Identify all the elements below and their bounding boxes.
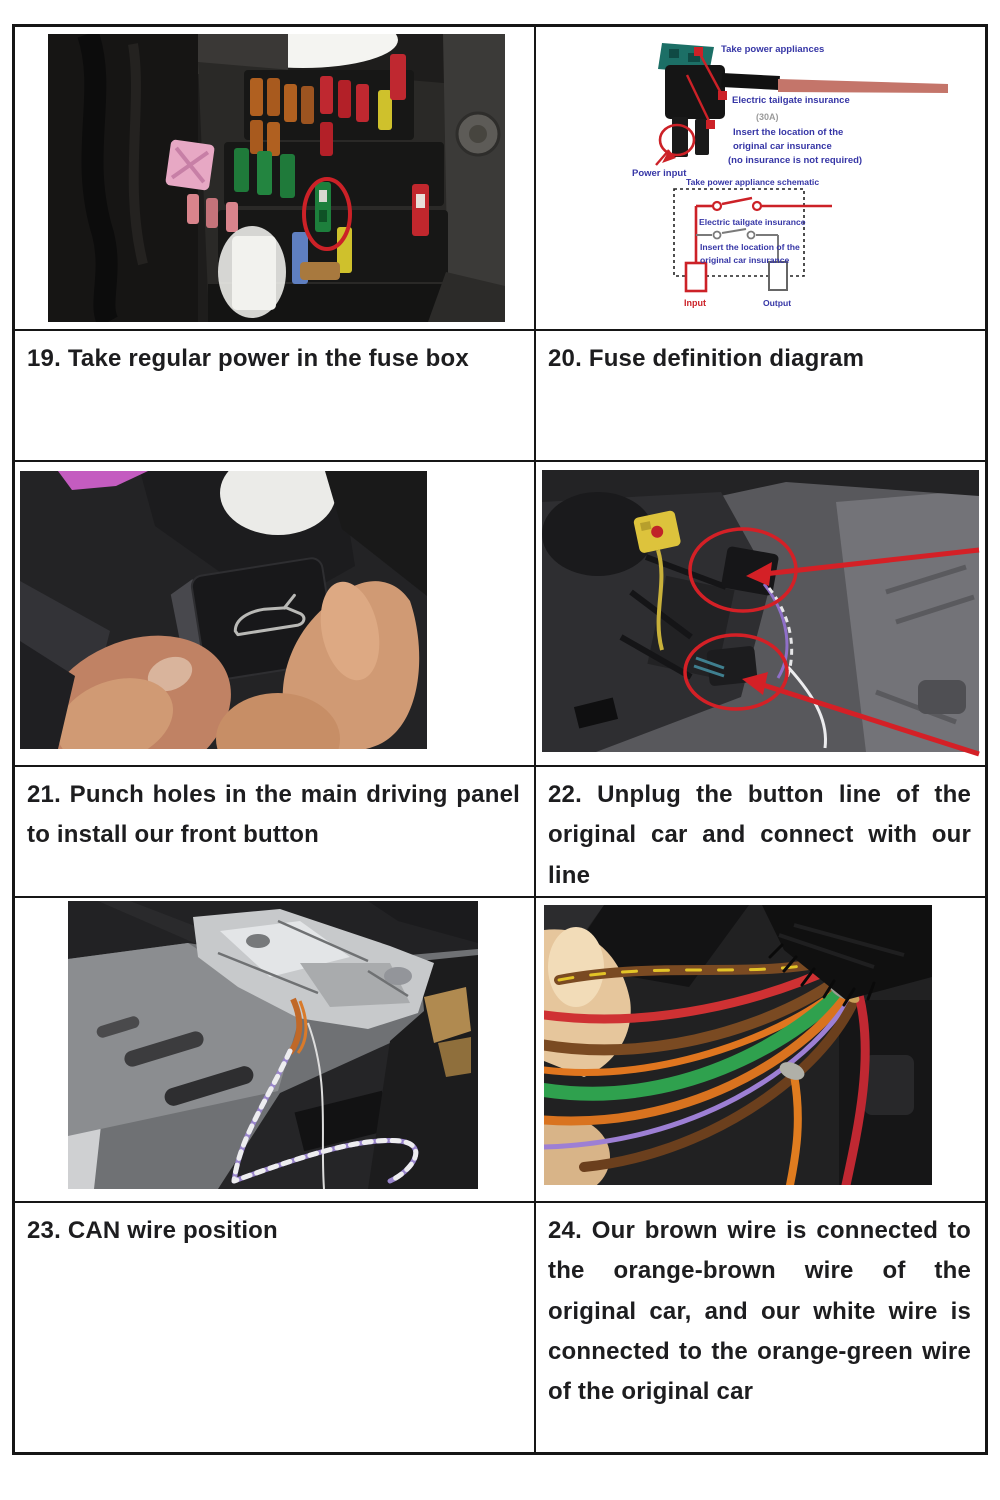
fuse-tap-diagram: Take power appliances Electric tailgate … [536,27,985,329]
cell-image-20: Take power appliances Electric tailgate … [536,27,985,331]
caption-24-text: 24. Our brown wire is connected to the o… [548,1217,971,1406]
cell-image-19 [15,27,536,331]
label-no-insurance: (no insurance is not required) [728,155,862,166]
label-schematic-fuse: Electric tailgate insurance [699,217,806,227]
caption-22: 22. Unplug the button line of the origin… [536,767,985,898]
can-wire-photo [68,901,478,1189]
label-power-input: Power input [632,168,687,179]
caption-23-text: 23. CAN wire position [27,1217,278,1244]
caption-19-text: 19. Take regular power in the fuse box [27,345,469,372]
caption-23: 23. CAN wire position [15,1203,536,1452]
label-output: Output [763,298,791,308]
label-schematic-title: Take power appliance schematic [686,177,819,187]
caption-22-text: 22. Unplug the button line of the origin… [548,781,971,889]
cell-image-24 [536,898,985,1203]
harness-photo [544,905,932,1185]
cell-image-21 [15,462,536,767]
caption-20-text: 20. Fuse definition diagram [548,345,865,372]
instruction-table: Take power appliances Electric tailgate … [12,24,988,1455]
caption-21: 21. Punch holes in the main driving pane… [15,767,536,898]
cell-image-23 [15,898,536,1203]
fuse-box-photo [48,34,505,322]
tailgate-button-photo [20,471,427,749]
cell-image-22 [536,462,985,767]
caption-20: 20. Fuse definition diagram [536,331,985,462]
dash-connector-photo [536,462,985,765]
label-schematic-insert1: Insert the location of the [700,242,800,252]
label-electric-tailgate: Electric tailgate insurance [732,95,850,106]
caption-19: 19. Take regular power in the fuse box [15,331,536,462]
label-input: Input [684,298,706,308]
label-amp-rating: (30A) [756,112,779,122]
label-insert-line2: original car insurance [733,141,832,152]
label-take-power-appliances: Take power appliances [721,44,824,55]
label-schematic-insert2: original car insurance [700,255,790,265]
caption-21-text: 21. Punch holes in the main driving pane… [27,781,520,849]
caption-24: 24. Our brown wire is connected to the o… [536,1203,985,1452]
label-insert-line1: Insert the location of the [733,127,843,138]
